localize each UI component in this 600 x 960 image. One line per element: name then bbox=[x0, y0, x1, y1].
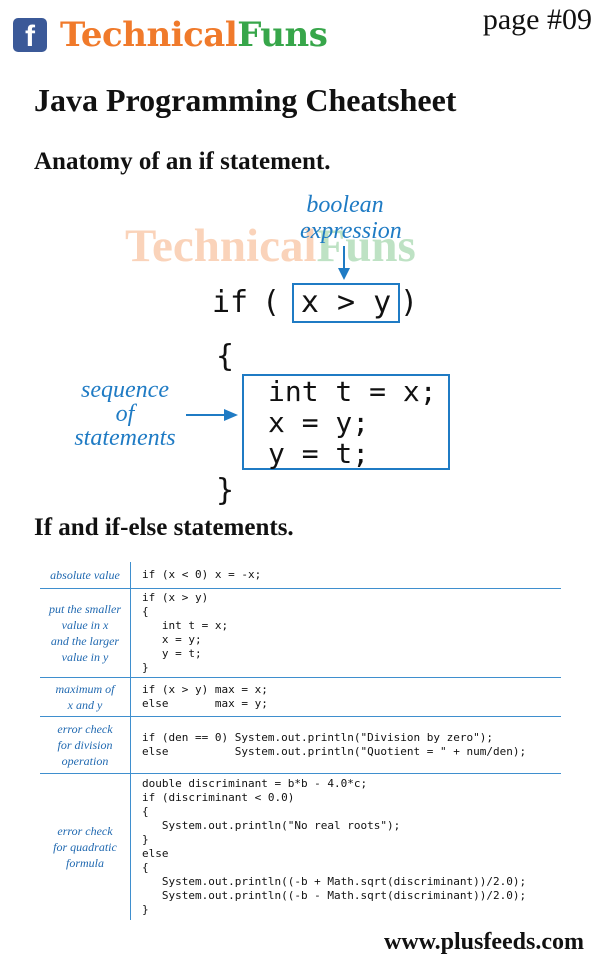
arrow-to-statements-head bbox=[224, 409, 238, 421]
sequence-of-statements-label: sequence of statements bbox=[60, 378, 190, 450]
condition-box: x > y bbox=[292, 283, 400, 323]
row-code: double discriminant = b*b - 4.0*c; if (d… bbox=[142, 777, 527, 916]
boolean-expression-label: boolean expression bbox=[300, 192, 402, 244]
statement-line: x = y; bbox=[268, 405, 370, 439]
boolean-label-line2: expression bbox=[300, 218, 402, 244]
table-row: absolute value if (x < 0) x = -x; bbox=[40, 562, 561, 589]
close-paren: ) bbox=[400, 285, 419, 320]
section-heading-anatomy: Anatomy of an if statement. bbox=[34, 148, 331, 175]
table-row: error check for quadratic formula double… bbox=[40, 774, 561, 920]
section-heading-if-else: If and if-else statements. bbox=[34, 514, 294, 541]
boolean-label-line1: boolean bbox=[306, 192, 384, 218]
statements-box: int t = x; x = y; y = t; bbox=[242, 374, 450, 470]
row-code: if (den == 0) System.out.println("Divisi… bbox=[142, 731, 527, 758]
row-code: if (x > y) max = x; else max = y; bbox=[142, 683, 268, 710]
brand-logo-part1: Technical bbox=[60, 15, 238, 55]
if-keyword: if bbox=[212, 285, 249, 320]
condition-text: x > y bbox=[300, 285, 392, 320]
statement-line: y = t; bbox=[268, 436, 370, 470]
table-row: put the smaller value in x and the large… bbox=[40, 589, 561, 678]
row-label: absolute value bbox=[50, 568, 120, 582]
statement-line: int t = x; bbox=[268, 374, 437, 408]
column-divider bbox=[130, 717, 131, 773]
watermark-part1: Technical bbox=[125, 220, 317, 272]
row-label: put the smaller value in x and the large… bbox=[49, 602, 121, 664]
column-divider bbox=[130, 562, 131, 588]
watermark: TechnicalFuns bbox=[125, 218, 416, 274]
close-brace: } bbox=[216, 473, 235, 508]
column-divider bbox=[130, 589, 131, 677]
sequence-label-line1: sequence bbox=[81, 377, 169, 403]
watermark-part2: Funs bbox=[316, 220, 416, 272]
open-paren: ( bbox=[262, 285, 281, 320]
page-title: Java Programming Cheatsheet bbox=[34, 82, 457, 118]
open-brace: { bbox=[216, 339, 235, 374]
row-code: if (x < 0) x = -x; bbox=[142, 568, 262, 581]
row-code: if (x > y) { int t = x; x = y; y = t; } bbox=[142, 591, 229, 674]
footer-website[interactable]: www.plusfeeds.com bbox=[383, 929, 584, 955]
diagram-arrows bbox=[186, 246, 350, 421]
row-label: error check for quadratic formula bbox=[53, 824, 117, 870]
sequence-label-line3: statements bbox=[74, 425, 176, 451]
arrow-to-condition-head bbox=[338, 268, 350, 280]
column-divider bbox=[130, 774, 131, 920]
brand-logo-part2: Funs bbox=[237, 15, 328, 55]
row-label: maximum of x and y bbox=[55, 682, 115, 712]
sequence-label-line2: of bbox=[115, 401, 135, 427]
facebook-icon[interactable]: f bbox=[13, 18, 47, 53]
table-row: error check for division operation if (d… bbox=[40, 717, 561, 774]
row-label: error check for division operation bbox=[57, 722, 113, 768]
page-number: page #09 bbox=[482, 3, 592, 36]
column-divider bbox=[130, 678, 131, 716]
table-row: maximum of x and y if (x > y) max = x; e… bbox=[40, 678, 561, 717]
brand-logo: TechnicalFuns bbox=[60, 14, 328, 56]
